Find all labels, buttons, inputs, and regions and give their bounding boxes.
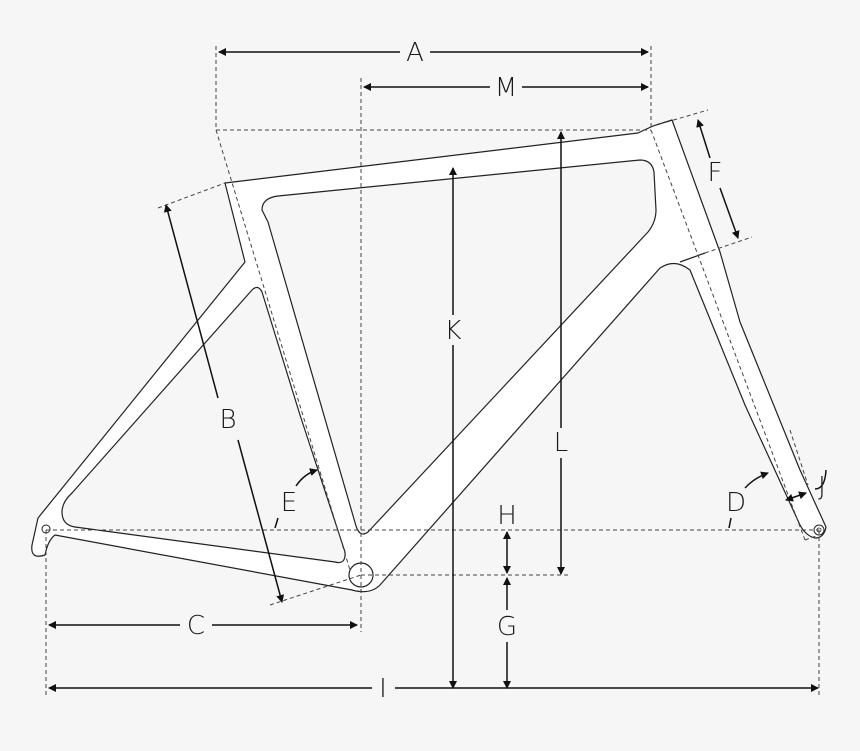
label-i: I xyxy=(379,674,387,704)
label-f: F xyxy=(707,158,723,188)
label-c: C xyxy=(186,611,206,641)
label-m: M xyxy=(494,73,518,103)
bike-frame xyxy=(31,119,827,593)
label-e: E xyxy=(280,488,298,518)
label-k: K xyxy=(444,316,462,346)
label-h: H xyxy=(497,501,517,531)
label-g: G xyxy=(496,612,518,642)
label-l: L xyxy=(553,428,569,458)
dimension-lines xyxy=(48,48,827,692)
label-j: J xyxy=(818,472,826,502)
label-b: B xyxy=(219,405,237,435)
label-d: D xyxy=(725,488,747,518)
reference-lines xyxy=(45,46,820,695)
label-a: A xyxy=(406,38,424,68)
